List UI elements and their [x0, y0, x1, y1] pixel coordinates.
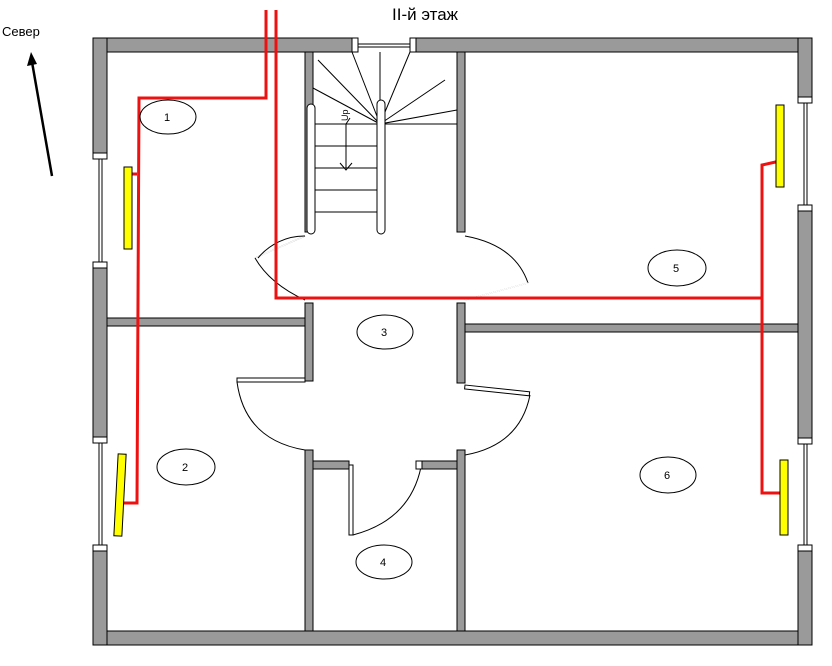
- north-arrow-icon: [30, 61, 54, 177]
- svg-text:5: 5: [673, 263, 679, 275]
- pipe-riser-b: [274, 10, 782, 495]
- svg-text:6: 6: [664, 470, 670, 482]
- radiators: [113, 104, 789, 537]
- outer-walls: [92, 37, 813, 646]
- radiator-room5: [775, 104, 785, 188]
- windows: [92, 37, 813, 552]
- doors: [236, 235, 531, 536]
- room-label-2: 2: [156, 448, 216, 486]
- svg-text:2: 2: [182, 462, 188, 474]
- staircase: Up: [306, 51, 458, 235]
- inner-walls: [106, 51, 799, 632]
- pipe-riser-a: [120, 10, 268, 505]
- north-label: Север: [2, 24, 40, 39]
- room-label-5: 5: [647, 249, 707, 287]
- room-label-3: 3: [356, 314, 414, 350]
- svg-text:4: 4: [380, 557, 386, 569]
- north-arrowhead-icon: [27, 52, 37, 66]
- svg-text:3: 3: [381, 327, 387, 339]
- room-label-1: 1: [139, 99, 197, 135]
- stair-up-label: Up: [340, 109, 350, 121]
- heating-pipes: [120, 10, 782, 505]
- room-label-4: 4: [355, 544, 413, 580]
- floor-title: II-й этаж: [392, 5, 459, 24]
- room-labels: 1 2 3 4 5 6: [139, 99, 707, 580]
- pipe-branch-rad5: [760, 159, 781, 298]
- north-indicator: Север: [2, 24, 54, 177]
- radiator-room1: [123, 166, 133, 250]
- svg-text:1: 1: [164, 112, 170, 124]
- radiator-room2: [113, 453, 127, 537]
- radiator-room6: [779, 459, 789, 536]
- room-label-6: 6: [639, 456, 697, 494]
